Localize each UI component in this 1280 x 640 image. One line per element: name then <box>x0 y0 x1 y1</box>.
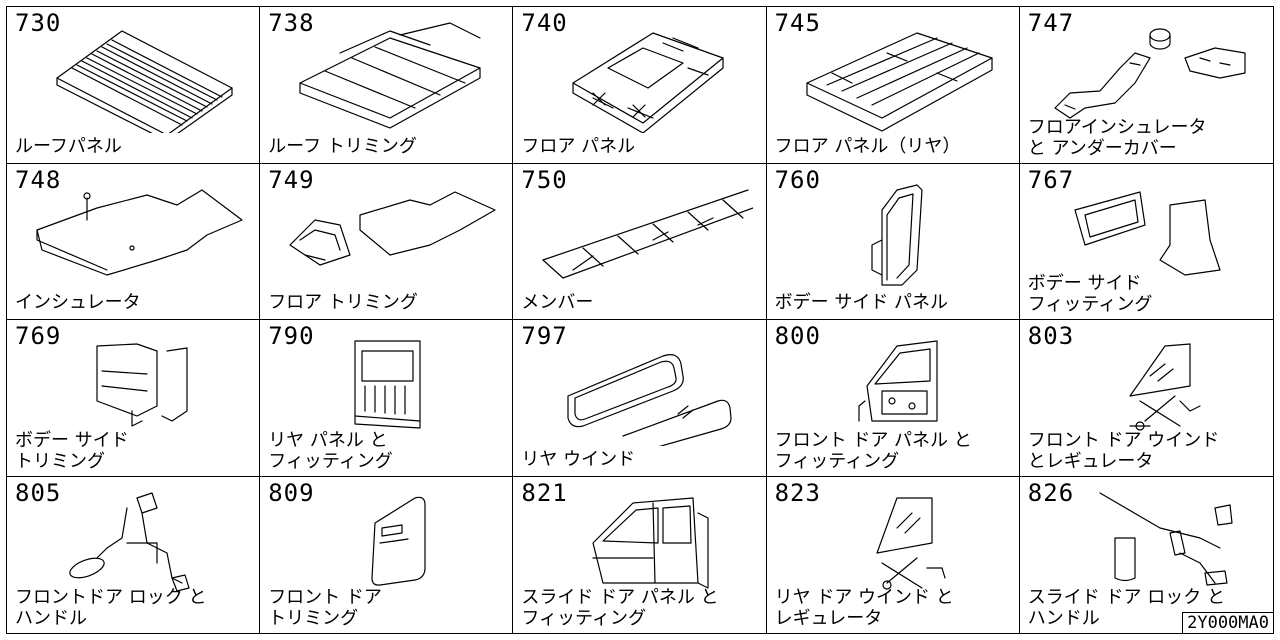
category-code: 803 <box>1027 322 1075 350</box>
category-code: 769 <box>15 322 62 350</box>
category-cell-803[interactable]: 803 フロント ドア ウインド とレギュレータ <box>1019 320 1273 477</box>
category-code: 740 <box>521 9 568 37</box>
rear-window-icon <box>567 354 732 446</box>
category-label: ルーフ トリミング <box>268 135 417 157</box>
category-cell-740[interactable]: 740 フロア パネル <box>513 7 767 164</box>
category-cell-748[interactable]: 748 インシュレータ <box>7 163 261 320</box>
category-code: 750 <box>521 165 568 194</box>
category-cell-790[interactable]: 790 リヤ パネル と フィッティング <box>260 320 514 477</box>
front-door-trim-icon <box>371 496 426 586</box>
rear-panel-icon <box>354 340 421 429</box>
category-label: フロア パネル（リヤ） <box>774 135 961 157</box>
category-code: 823 <box>774 478 821 507</box>
category-cell-826[interactable]: 826 スライド ドア ロック と ハンドル <box>1020 477 1273 634</box>
category-cell-747[interactable]: 747 フロアインシュレータ と アンダーカバー <box>1019 7 1273 164</box>
category-cell-749[interactable]: 749 フロア トリミング <box>260 163 514 320</box>
category-cell-760[interactable]: 760 ボデー サイド パネル <box>766 163 1020 320</box>
category-cell-738[interactable]: 738 ルーフ トリミング <box>260 7 514 164</box>
category-code: 730 <box>15 9 62 37</box>
roof-trim-icon <box>299 22 481 129</box>
category-cell-745[interactable]: 745 フロア パネル（リヤ） <box>766 7 1020 164</box>
category-code: 821 <box>521 478 568 507</box>
catalog-code-label: 2Y000MA0 <box>1182 612 1274 634</box>
category-code: 826 <box>1027 478 1075 507</box>
category-cell-821[interactable]: 821 スライド ドア パネル と フィッティング <box>513 476 767 633</box>
category-code: 749 <box>268 165 315 194</box>
category-cell-805[interactable]: 805 フロントドア ロック と ハンドル <box>7 476 261 633</box>
category-label: スライド ドア ロック と ハンドル <box>1027 587 1225 629</box>
category-code: 738 <box>268 9 315 37</box>
member-frame-icon <box>542 188 754 279</box>
rear-door-window-icon <box>875 496 946 590</box>
front-door-panel-icon <box>857 340 938 422</box>
slide-door-panel-icon <box>592 496 709 589</box>
parts-category-grid: 730 ルーフパネル 738 ルーフ トリミング 740 フロア パネル <box>6 6 1274 634</box>
category-cell-809[interactable]: 809 フロント ドア トリミング <box>260 476 514 633</box>
category-code: 797 <box>521 322 568 350</box>
category-label: ボデー サイド フィッティング <box>1027 273 1153 315</box>
category-cell-730[interactable]: 730 ルーフパネル <box>7 7 261 164</box>
category-label: メンバー <box>521 292 594 313</box>
category-label: ボデー サイド トリミング <box>15 429 129 472</box>
category-code: 809 <box>268 478 315 507</box>
category-code: 800 <box>774 322 821 350</box>
category-code: 760 <box>774 165 821 194</box>
category-cell-750[interactable]: 750 メンバー <box>513 163 767 320</box>
category-label: インシュレータ <box>15 292 141 313</box>
floor-insulator-icon <box>1054 28 1246 119</box>
category-label: スライド ドア パネル と フィッティング <box>521 587 719 629</box>
category-code: 790 <box>268 322 315 350</box>
category-label: フロント ドア トリミング <box>268 587 382 629</box>
category-label: ボデー サイド パネル <box>774 292 949 313</box>
category-cell-797[interactable]: 797 リヤ ウインド <box>513 320 767 477</box>
category-label: フロントドア ロック と ハンドル <box>15 587 207 629</box>
category-label: フロア トリミング <box>268 292 418 313</box>
category-label: リヤ ウインド <box>521 448 636 470</box>
insulator-icon <box>36 188 243 276</box>
category-label: ルーフパネル <box>15 135 122 157</box>
category-label: フロント ドア ウインド とレギュレータ <box>1027 429 1220 472</box>
slide-door-lock-icon <box>1099 491 1233 586</box>
category-code: 747 <box>1027 9 1075 37</box>
category-code: 805 <box>15 478 62 507</box>
roof-panel-icon <box>56 30 233 133</box>
category-label: リヤ パネル と フィッティング <box>268 429 393 472</box>
body-side-panel-icon <box>870 183 923 286</box>
category-cell-767[interactable]: 767 ボデー サイド フィッティング <box>1019 164 1273 320</box>
category-code: 745 <box>774 9 821 37</box>
category-label: リヤ ドア ウインド と レギュレータ <box>774 587 954 629</box>
category-cell-769[interactable]: 769 ボデー サイド トリミング <box>7 320 261 477</box>
floor-trim-icon <box>289 190 496 266</box>
floor-panel-icon <box>572 32 724 133</box>
body-side-fitting-icon <box>1074 190 1221 276</box>
rear-floor-panel-icon <box>805 32 993 132</box>
category-code: 767 <box>1027 165 1075 194</box>
body-side-trim-icon <box>96 343 188 427</box>
front-door-window-icon <box>1129 343 1201 431</box>
front-door-lock-icon <box>69 491 190 592</box>
category-code: 748 <box>15 165 62 194</box>
category-label: フロア パネル <box>521 135 636 157</box>
category-cell-800[interactable]: 800 フロント ドア パネル と フィッティング <box>766 320 1020 477</box>
category-label: フロント ドア パネル と フィッティング <box>774 429 972 472</box>
category-label: フロアインシュレータ と アンダーカバー <box>1027 116 1207 159</box>
category-cell-823[interactable]: 823 リヤ ドア ウインド と レギュレータ <box>767 476 1020 633</box>
